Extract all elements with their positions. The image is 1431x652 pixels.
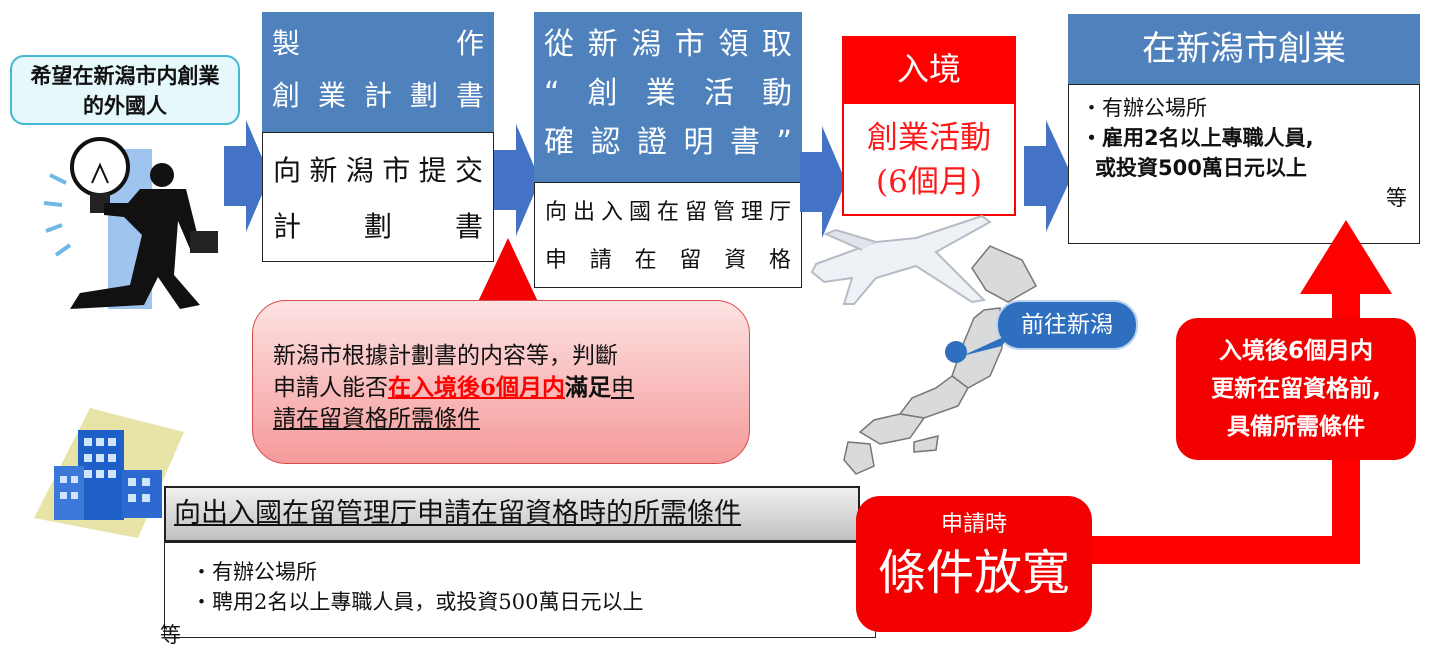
niigata-callout-text: 前往新潟: [1021, 312, 1113, 338]
step-certificate-body: 向出入國在留管理厅 申請在留資格: [534, 182, 802, 288]
renewal-badge: 入境後6個月内 更新在留資格前, 具備所需條件: [1176, 318, 1416, 460]
step-plan-header-char1: 製: [272, 27, 301, 60]
relaxed-conditions-big: 條件放寬: [877, 545, 1070, 601]
step-business-item3: 或投資500萬日元以上: [1095, 156, 1307, 180]
persona-label-text: 希望在新潟市内創業的外國人: [30, 64, 220, 118]
judgement-note-line2-c: 滿足: [565, 374, 612, 401]
step-plan-body: 向新潟市提交 計劃書: [262, 132, 494, 262]
arrow-to-entry: [800, 126, 846, 242]
relaxed-conditions-small: 申請時: [940, 512, 1007, 537]
requirements-item1: ・有辦公場所: [191, 560, 317, 584]
renewal-line1: 入境後6個月内: [1218, 338, 1373, 364]
airplane-icon: [806, 212, 996, 312]
step-certificate-header: 從新潟市領取 “創業活動 確認證明書”: [534, 12, 802, 182]
judgement-note-line2-d: 申: [611, 375, 635, 401]
lightbulb-businessman-icon: [40, 125, 230, 310]
step-certificate-header-line3: 確認證明書”: [544, 125, 792, 160]
step-business-body: ・有辦公場所 ・雇用2名以上專職人員, 或投資500萬日元以上 等: [1068, 84, 1420, 244]
japan-map-icon: [840, 238, 1050, 478]
step-entry-body-line2: (6個月): [876, 164, 982, 200]
arrow-to-plan: [224, 120, 270, 236]
red-connector-horizontal: [1080, 536, 1360, 564]
step-plan: 製 作 創業計劃書 向新潟市提交 計劃書: [262, 12, 494, 262]
step-certificate-body-line2: 申請在留資格: [545, 248, 791, 273]
renewal-line2: 更新在留資格前,: [1211, 376, 1381, 402]
office-building-icon: [34, 408, 184, 538]
judgement-note-highlight: 在入境後6個月内: [388, 374, 566, 401]
step-entry-body-line1: 創業活動: [867, 120, 991, 156]
requirements-list: ・有辦公場所 ・聘用2名以上專職人員，或投資500萬日元以上: [164, 542, 876, 638]
persona-label: 希望在新潟市内創業的外國人: [10, 55, 240, 125]
requirements-title: 向出入國在留管理厅申請在留資格時的所需條件: [164, 486, 860, 542]
step-entry-header-text: 入境: [896, 50, 961, 88]
judgement-note-line2-a: 申請人能否: [273, 375, 388, 401]
step-certificate-header-line2: “創業活動: [544, 76, 792, 111]
arrow-to-business: [1024, 120, 1072, 236]
step-plan-body-line1: 向新潟市提交: [273, 154, 483, 187]
step-plan-body-line2: 計劃書: [273, 210, 483, 243]
requirements-item2: ・聘用2名以上專職人員，或投資500萬日元以上: [191, 590, 644, 614]
arrow-to-certificate: [494, 124, 540, 240]
step-entry-body: 創業活動 (6個月): [842, 102, 1016, 216]
step-plan-header-line2: 創業計劃書: [272, 79, 484, 112]
step-entry: 入境 創業活動 (6個月): [842, 36, 1016, 216]
step-business-header: 在新潟市創業: [1068, 14, 1420, 84]
requirements-title-text: 向出入國在留管理厅申請在留資格時的所需條件: [174, 498, 741, 529]
step-entry-header: 入境: [842, 36, 1016, 102]
step-certificate-body-line1: 向出入國在留管理厅: [545, 200, 791, 225]
judgement-note-line1: 新潟市根據計劃書的内容等，判斷: [273, 343, 618, 369]
step-business-header-text: 在新潟市創業: [1142, 29, 1346, 69]
niigata-callout-pointer: [962, 334, 1010, 356]
requirements-item3-text: 等: [160, 623, 181, 647]
step-certificate: 從新潟市領取 “創業活動 確認證明書” 向出入國在留管理厅 申請在留資格: [534, 12, 802, 288]
renewal-line3: 具備所需條件: [1227, 414, 1365, 440]
step-certificate-header-line1: 從新潟市領取: [544, 27, 792, 62]
step-plan-header-char2: 作: [455, 27, 484, 60]
judgement-note-pointer: [476, 238, 540, 306]
step-business-item4: 等: [1386, 186, 1407, 210]
step-business-item1: ・有辦公場所: [1081, 96, 1207, 120]
judgement-note-line3: 請在留資格所需條件: [273, 406, 480, 432]
step-plan-header: 製 作 創業計劃書: [262, 12, 494, 132]
requirements-item3: 等: [160, 620, 200, 650]
judgement-note-line2: 申請人能否在入境後6個月内滿足申: [273, 372, 749, 404]
relaxed-conditions-badge: 申請時 條件放寬: [856, 496, 1092, 632]
niigata-callout: 前往新潟: [996, 300, 1138, 350]
judgement-note: 新潟市根據計劃書的内容等，判斷 申請人能否在入境後6個月内滿足申 請在留資格所需…: [252, 300, 750, 464]
step-business-item2: ・雇用2名以上專職人員,: [1081, 126, 1314, 150]
step-business: 在新潟市創業 ・有辦公場所 ・雇用2名以上專職人員, 或投資500萬日元以上 等: [1068, 14, 1420, 244]
